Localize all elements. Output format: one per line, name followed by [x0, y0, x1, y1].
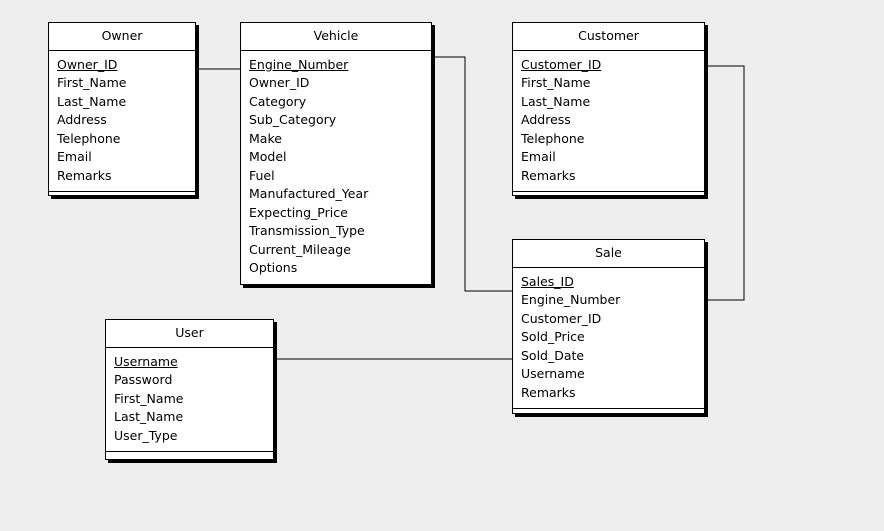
attribute-row: Last_Name: [57, 93, 127, 109]
attribute-row: First_Name: [114, 390, 184, 406]
attribute-row: Username: [521, 366, 585, 381]
primary-key-attribute: Engine_Number: [249, 56, 349, 72]
attribute-row: Customer_ID: [521, 310, 602, 326]
attribute-row: Sold_Date: [521, 347, 585, 363]
primary-key-attribute: Customer_ID: [521, 56, 602, 72]
attribute-row: Telephone: [57, 130, 121, 146]
attribute-row: Fuel: [249, 167, 275, 183]
attribute-row: Last_Name: [114, 409, 184, 424]
attribute-row: Options: [249, 260, 298, 275]
attribute-row: Expecting_Price: [249, 204, 348, 220]
relationship-vehicle-sale[interactable]: [432, 56, 512, 292]
methods-compartment-owner: [49, 192, 195, 214]
entity-title-owner: Owner: [49, 23, 195, 51]
relationship-customer-sale[interactable]: [705, 65, 745, 301]
attribute-row: Manufactured_Year: [249, 186, 369, 201]
attribute-row: First_Name: [521, 75, 591, 90]
attribute-row: Password: [114, 372, 173, 387]
attribute-row: First_Name: [57, 75, 127, 90]
attribute-row: Telephone: [521, 130, 585, 146]
methods-compartment-user: [106, 452, 273, 474]
primary-key-attribute: Sales_ID: [521, 273, 574, 289]
methods-compartment-sale: [513, 409, 704, 431]
attribute-row: Current_Mileage: [249, 241, 351, 257]
primary-key-attribute: Owner_ID: [57, 56, 118, 72]
attribute-row: Remarks: [57, 167, 112, 183]
entity-title-sale: Sale: [513, 240, 704, 268]
attribute-row: Owner_ID: [249, 75, 310, 90]
attribute-row: Last_Name: [521, 93, 591, 109]
attribute-row: Engine_Number: [521, 292, 621, 307]
attribute-row: Transmission_Type: [249, 223, 365, 238]
attribute-row: Email: [521, 149, 556, 164]
methods-compartment-customer: [513, 192, 704, 214]
primary-key-attribute: Username: [114, 353, 178, 369]
attribute-row: Make: [249, 130, 282, 146]
entity-title-vehicle: Vehicle: [241, 23, 431, 51]
attribute-row: Remarks: [521, 384, 576, 400]
attribute-row: Sold_Price: [521, 329, 585, 344]
attribute-row: Model: [249, 149, 287, 164]
attribute-row: User_Type: [114, 427, 178, 443]
methods-compartment-vehicle: [241, 285, 431, 307]
attribute-row: Sub_Category: [249, 112, 337, 127]
attribute-row: Address: [57, 112, 107, 127]
attribute-row: Category: [249, 93, 307, 109]
attribute-row: Remarks: [521, 167, 576, 183]
entity-title-customer: Customer: [513, 23, 704, 51]
attribute-row: Email: [57, 149, 92, 164]
attribute-row: Address: [521, 112, 571, 127]
entity-title-user: User: [106, 320, 273, 348]
